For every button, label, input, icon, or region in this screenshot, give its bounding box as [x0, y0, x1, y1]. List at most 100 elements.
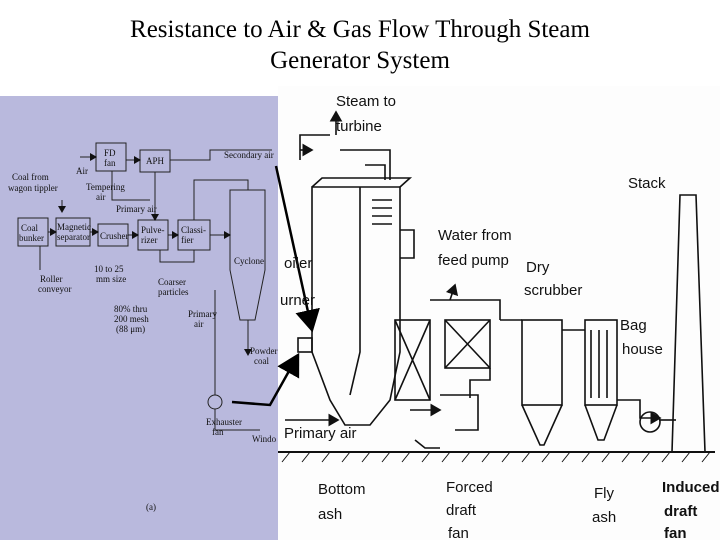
svg-text:200 mesh: 200 mesh	[114, 314, 149, 324]
svg-text:particles: particles	[158, 287, 189, 297]
label-boiler: oiler	[284, 255, 312, 272]
label-exhauster-2: fan	[212, 427, 224, 437]
label-mesh-3: (88 μm)	[116, 324, 145, 334]
svg-text:Water from: Water from	[438, 227, 512, 244]
label-exhauster-1: Exhauster	[206, 417, 242, 427]
svg-text:Fly: Fly	[594, 485, 614, 502]
label-mesh-2: 200 mesh	[114, 314, 149, 324]
label-powder-coal-2: coal	[254, 356, 269, 366]
label-fly: Fly	[594, 485, 614, 502]
svg-text:Stack: Stack	[628, 175, 666, 192]
label-forced: Forced	[446, 479, 493, 496]
label-water-from: Water from	[438, 227, 512, 244]
svg-text:FD: FD	[104, 148, 116, 158]
label-roller-1: Roller	[40, 274, 63, 284]
left-diagram	[17, 142, 272, 431]
svg-text:fier: fier	[181, 235, 194, 245]
arrow-secondary-air	[274, 165, 320, 333]
svg-text:Powder: Powder	[250, 346, 278, 356]
svg-text:Air: Air	[76, 166, 88, 176]
coal-handling-diagram-panel	[0, 96, 278, 540]
label-primary-air-mid-1: Primary	[188, 309, 217, 319]
label-scrubber: scrubber	[524, 282, 582, 299]
label-aph: APH	[146, 156, 165, 166]
label-draft-forced: draft	[446, 502, 477, 519]
svg-text:Secondary air: Secondary air	[224, 150, 274, 160]
label-stack: Stack	[628, 175, 666, 192]
label-fig-a: (a)	[146, 502, 156, 512]
svg-text:Exhauster: Exhauster	[206, 417, 242, 427]
svg-text:10 to 25: 10 to 25	[94, 264, 124, 274]
svg-text:mm size: mm size	[96, 274, 126, 284]
label-steam-to: Steam to	[336, 93, 396, 110]
svg-text:fan: fan	[664, 525, 687, 540]
svg-text:APH: APH	[146, 156, 165, 166]
svg-text:feed pump: feed pump	[438, 252, 509, 269]
svg-text:coal: coal	[254, 356, 269, 366]
label-mm-size-1: 10 to 25	[94, 264, 124, 274]
svg-text:rizer: rizer	[141, 235, 157, 245]
svg-text:air: air	[96, 192, 106, 202]
label-magnetic-2: separator	[57, 232, 90, 242]
label-primary-air: Primary air	[284, 425, 357, 442]
svg-text:conveyor: conveyor	[38, 284, 72, 294]
svg-text:air: air	[194, 319, 204, 329]
label-feed-pump: feed pump	[438, 252, 509, 269]
svg-text:Tempering: Tempering	[86, 182, 125, 192]
svg-text:(88 μm): (88 μm)	[116, 324, 145, 334]
svg-text:Steam to: Steam to	[336, 93, 396, 110]
label-classifier-2: fier	[181, 235, 194, 245]
arrow-powder-coal	[231, 352, 300, 407]
svg-text:turbine: turbine	[336, 118, 382, 135]
label-windo: Windo	[252, 434, 277, 444]
label-ash-bottom: ash	[318, 506, 342, 523]
stack-chimney	[671, 194, 706, 453]
label-coarser-1: Coarser	[158, 277, 186, 287]
svg-text:oiler: oiler	[284, 255, 312, 272]
label-house: house	[622, 341, 663, 358]
label-magnetic-1: Magnetic	[57, 222, 91, 232]
label-powder-coal-1: Powder	[250, 346, 278, 356]
label-primary-air-mid-2: air	[194, 319, 204, 329]
svg-text:fan: fan	[448, 525, 469, 540]
label-classifier-1: Classi-	[181, 225, 206, 235]
label-fan-induced: fan	[664, 525, 687, 540]
svg-text:Forced: Forced	[446, 479, 493, 496]
svg-text:Dry: Dry	[526, 259, 550, 276]
label-coarser-2: particles	[158, 287, 189, 297]
label-draft-induced: draft	[664, 503, 697, 520]
svg-text:fan: fan	[104, 158, 116, 168]
svg-text:Primary air: Primary air	[116, 204, 157, 214]
svg-text:draft: draft	[664, 503, 697, 520]
svg-text:separator: separator	[57, 232, 90, 242]
label-mm-size-2: mm size	[96, 274, 126, 284]
label-fd-fan-1: FD	[104, 148, 116, 158]
svg-text:Magnetic: Magnetic	[57, 222, 91, 232]
svg-text:Coarser: Coarser	[158, 277, 186, 287]
svg-text:Roller: Roller	[40, 274, 63, 284]
svg-text:Bag: Bag	[620, 317, 647, 334]
svg-text:Crusher: Crusher	[100, 231, 129, 241]
label-coal-bunker-1: Coal	[21, 223, 38, 233]
label-primary-air-top: Primary air	[116, 204, 157, 214]
svg-text:ash: ash	[318, 506, 342, 523]
convection-pass	[394, 319, 431, 401]
svg-text:bunker: bunker	[19, 233, 44, 243]
label-crusher: Crusher	[100, 231, 129, 241]
svg-text:house: house	[622, 341, 663, 358]
svg-text:Cyclone: Cyclone	[234, 256, 264, 266]
label-induced: Induced	[662, 479, 720, 496]
label-secondary-air: Secondary air	[224, 150, 274, 160]
label-mesh-1: 80% thru	[114, 304, 148, 314]
label-coal-from-1: Coal from	[12, 172, 49, 182]
svg-text:wagon tippler: wagon tippler	[8, 183, 58, 193]
left-diagram-labels: Coal from wagon tippler Air FD fan APH S…	[8, 148, 278, 512]
svg-text:Classi-: Classi-	[181, 225, 206, 235]
label-tempering-1: Tempering	[86, 182, 125, 192]
air-heater-box	[444, 319, 491, 369]
title-line-2: Generator System	[270, 47, 450, 74]
right-diagram	[278, 110, 715, 463]
label-pulverizer-2: rizer	[141, 235, 157, 245]
svg-text:Coal from: Coal from	[12, 172, 49, 182]
